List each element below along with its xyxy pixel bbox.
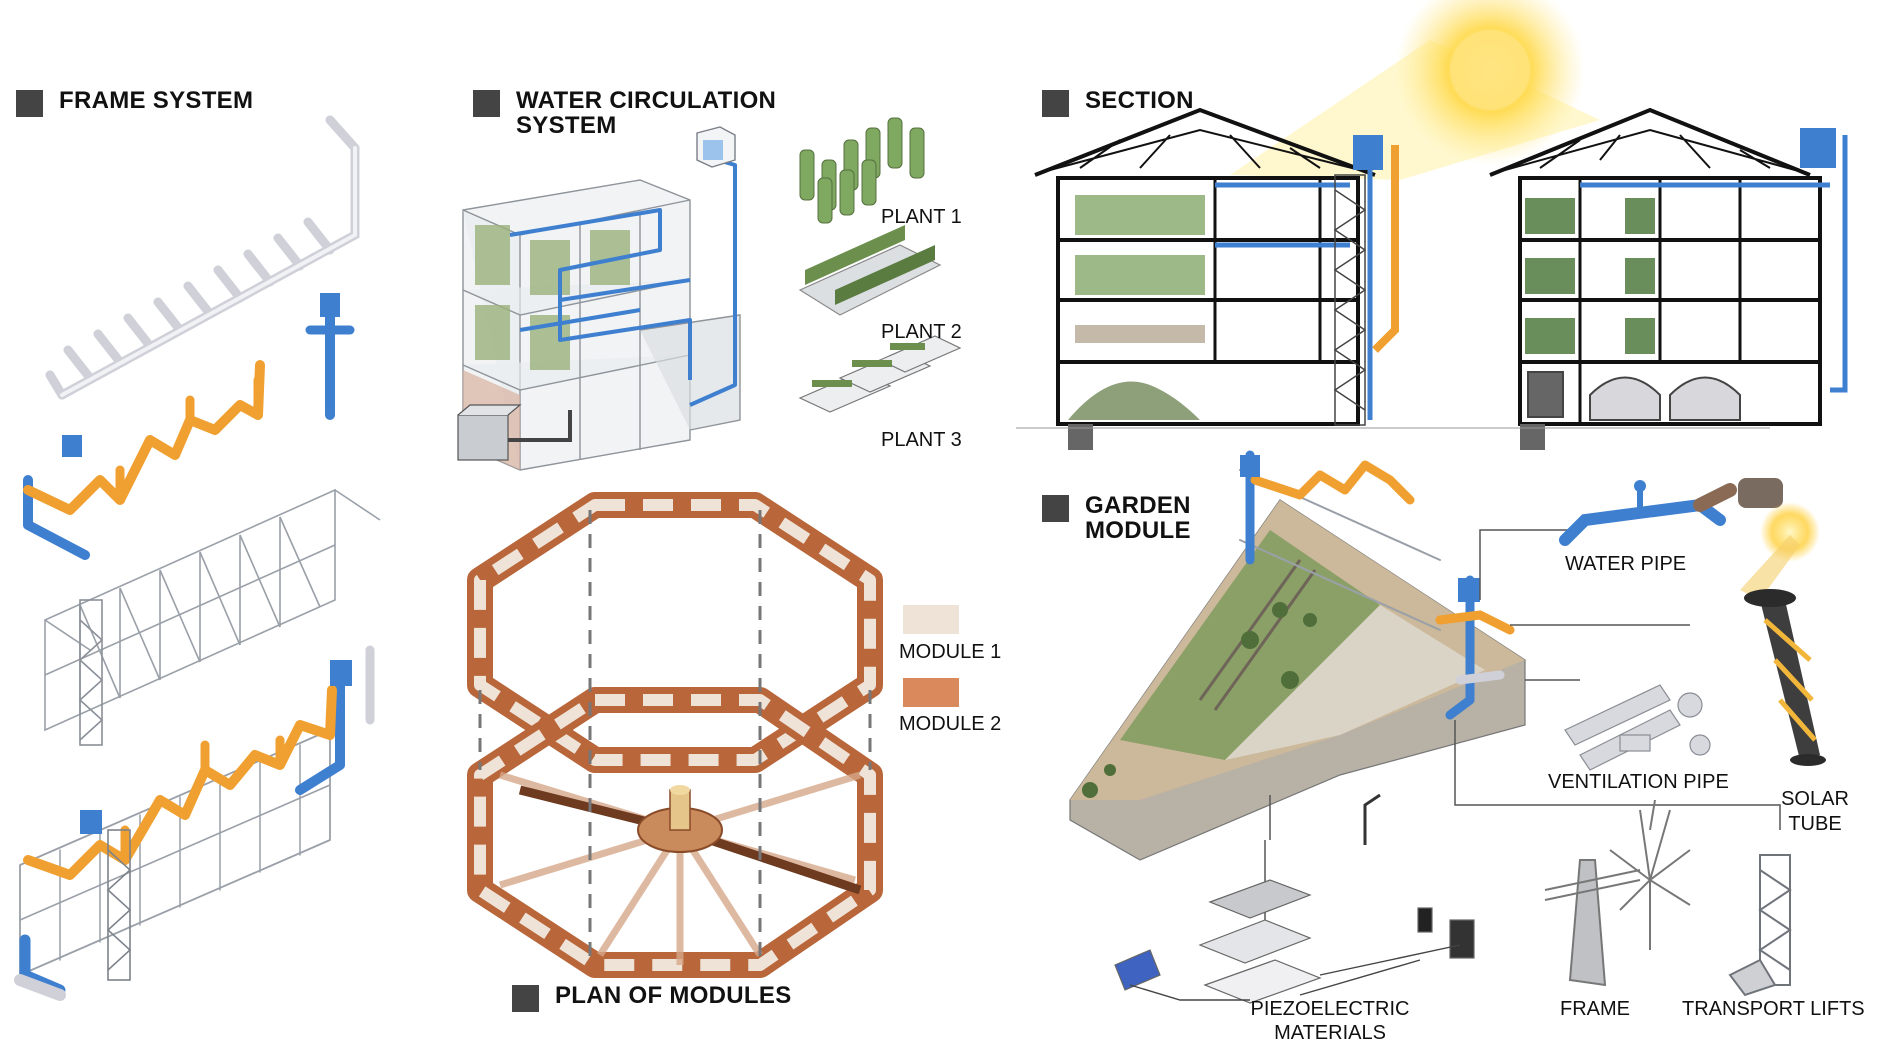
- heading-square-icon: [1042, 90, 1069, 117]
- legend-module-1-label: MODULE 1: [899, 641, 1002, 663]
- ventilation-pipe-label: VENTILATION PIPE: [1548, 771, 1729, 793]
- water-pipe-icon: [1559, 478, 1783, 546]
- heading-plan-of-modules-text: PLAN OF MODULES: [555, 982, 792, 1009]
- heading-plan-of-modules: PLAN OF MODULES: [512, 983, 792, 1012]
- plant3-trays: [798, 335, 962, 413]
- transport-lifts-label: TRANSPORT LIFTS: [1682, 998, 1865, 1020]
- frame-label: FRAME: [1560, 998, 1630, 1020]
- plant-1-label: PLANT 1: [881, 206, 962, 228]
- legend-swatch-module-1: [903, 605, 959, 634]
- module-plan-drawing: [467, 492, 883, 978]
- collection-tank: [457, 404, 522, 461]
- heading-frame-system: FRAME SYSTEM: [16, 88, 253, 117]
- plant-2-label: PLANT 2: [881, 321, 962, 343]
- garden-module-drawing: [1069, 450, 1526, 861]
- transport-lift-icon: [1728, 854, 1792, 997]
- assembled-frame: [14, 645, 375, 1001]
- section-building-left: [1034, 107, 1376, 450]
- section-left-tank: [1353, 135, 1383, 170]
- piezoelectric-label: PIEZOELECTRIC MATERIALS: [1250, 998, 1410, 1044]
- heading-square-icon: [473, 90, 500, 117]
- heading-section-text: SECTION: [1085, 87, 1194, 114]
- drain-pipe: [508, 410, 572, 442]
- heading-water-circulation-text: WATER CIRCULATION SYSTEM: [516, 87, 777, 139]
- section-right-pipes: [1580, 135, 1848, 393]
- ventilation-pipe-icon: [1564, 684, 1711, 771]
- heading-garden-module: GARDEN MODULE: [1042, 493, 1191, 543]
- section-left-pipes: [1215, 150, 1373, 420]
- lift-tower-small: [78, 599, 104, 746]
- heading-square-icon: [16, 90, 43, 117]
- water-vent-pipe-set: [23, 300, 355, 560]
- component-leader-lines: [1264, 529, 1781, 920]
- legend-swatch-module-2: [903, 678, 959, 707]
- water-tank: [696, 126, 736, 168]
- legend-module-2-label: MODULE 2: [899, 713, 1002, 735]
- plant-3-label: PLANT 3: [881, 429, 962, 451]
- section-right-tanks: [1527, 371, 1741, 421]
- water-pipe-label: WATER PIPE: [1565, 553, 1687, 575]
- heading-garden-module-text: GARDEN MODULE: [1085, 492, 1191, 544]
- plant2-racks: [798, 225, 942, 316]
- frame-system-drawing: [14, 115, 381, 1001]
- ventilation-comb-pipe: [45, 115, 360, 400]
- water-circulation-drawing: [457, 126, 741, 471]
- heading-square-icon: [512, 985, 539, 1012]
- lift-tower-frame: [106, 829, 132, 981]
- heading-square-icon: [1042, 495, 1069, 522]
- solar-tube-label: SOLAR TUBE: [1781, 788, 1849, 835]
- section-left-vent: [1372, 145, 1399, 353]
- section-soil-mound: [1068, 381, 1200, 420]
- solar-tube-icon: [1740, 502, 1826, 766]
- sun-glow: [1230, 0, 1600, 180]
- heading-section: SECTION: [1042, 88, 1194, 117]
- heading-frame-system-text: FRAME SYSTEM: [59, 87, 254, 114]
- heading-water-circulation: WATER CIRCULATION SYSTEM: [473, 88, 813, 138]
- section-left-plants: [1075, 195, 1205, 343]
- piezoelectric-icon: [1114, 793, 1475, 1004]
- section-right-tank: [1800, 128, 1836, 168]
- section-lift-tower: [1333, 174, 1367, 426]
- plant1-towers: [799, 117, 925, 224]
- section-right-plants: [1525, 198, 1655, 354]
- frame-turbine-icon: [1544, 799, 1691, 987]
